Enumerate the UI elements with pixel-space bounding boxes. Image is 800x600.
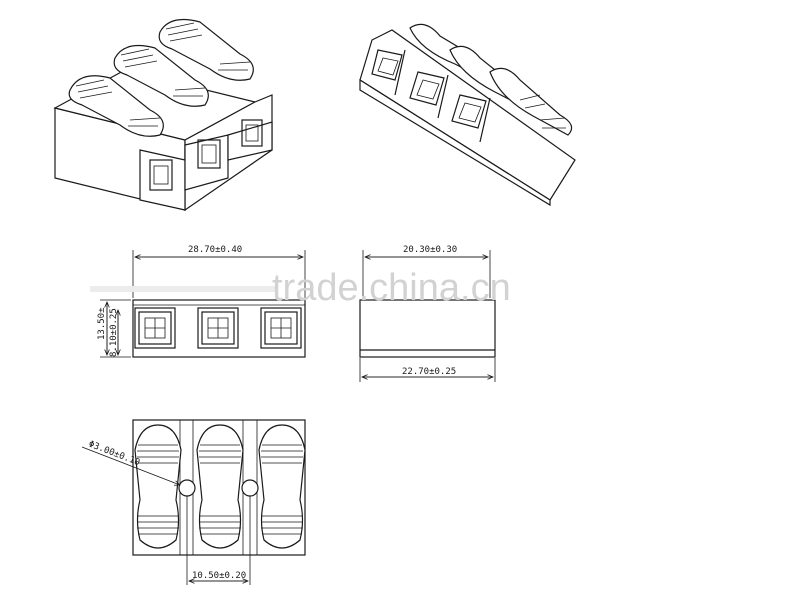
- side-view: 20.30±0.30 22.70±0.25: [359, 245, 496, 382]
- rotated-view: [359, 23, 576, 207]
- top-view: Φ3.00±0.10 10.50±0.20: [81, 419, 306, 585]
- front-view: 28.70±0.40 13.50± 8.10±0.25: [97, 245, 306, 358]
- pitch-dim: 10.50±0.20: [192, 571, 246, 581]
- isometric-view: [53, 19, 273, 212]
- watermark: trade.china.cn: [90, 267, 511, 309]
- watermark-text: trade.china.cn: [272, 267, 511, 309]
- side-bottom-dim: 22.70±0.25: [402, 367, 456, 377]
- front-inner-height-dim: 8.10±0.25: [109, 308, 119, 357]
- side-top-dim: 20.30±0.30: [403, 245, 457, 255]
- front-width-dim: 28.70±0.40: [188, 245, 242, 255]
- front-height-dim: 13.50±: [97, 307, 107, 340]
